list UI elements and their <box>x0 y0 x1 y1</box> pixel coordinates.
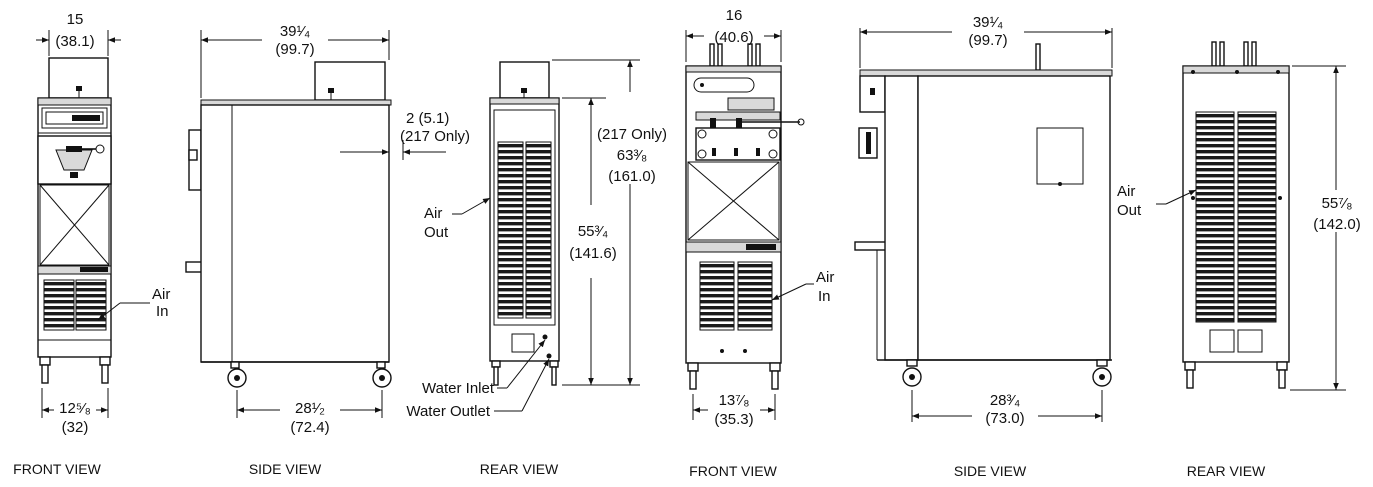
machine-b-rear-air-label-2: Out <box>1117 202 1142 219</box>
machine-b-front-width-base: 13⁷⁄₈ <box>719 392 750 409</box>
machine-a-side-clearance: 2 (5.1) <box>406 110 449 127</box>
machine-a-rear-air-label-2: Out <box>424 224 449 241</box>
machine-a-front-width-top-metric: (38.1) <box>55 33 94 50</box>
machine-a-rear-view: Air Out 55³⁄₄ (141.6) (217 Only) 63³⁄₈ (… <box>406 59 667 477</box>
machine-a-rear-view-label: REAR VIEW <box>480 461 559 477</box>
machine-a-rear-height-body-metric: (141.6) <box>569 245 617 262</box>
machine-b-rear-view-label: REAR VIEW <box>1187 463 1266 479</box>
machine-b-front-air-label-1: Air <box>816 269 834 286</box>
machine-a-rear-water-outlet: Water Outlet <box>406 403 490 420</box>
machine-a-rear-water-inlet: Water Inlet <box>422 380 495 397</box>
machine-a-side-view-label: SIDE VIEW <box>249 461 322 477</box>
machine-a-rear-height-body: 55³⁄₄ <box>578 223 608 240</box>
machine-a-side-clearance-note: (217 Only) <box>400 128 470 145</box>
machine-a-front-width-base-metric: (32) <box>62 419 89 436</box>
machine-a-front-view-label: FRONT VIEW <box>13 461 101 477</box>
machine-b-front-width-top-metric: (40.6) <box>714 29 753 46</box>
machine-b-rear-view: Air Out 55⁷⁄₈ (142.0) REAR VIEW <box>1117 41 1361 479</box>
machine-b-side-depth-base-metric: (73.0) <box>985 410 1024 427</box>
machine-b-rear-height: 55⁷⁄₈ <box>1322 195 1353 212</box>
machine-a-side-depth-top: 39¹⁄₄ <box>280 23 310 40</box>
machine-a-front-width-base: 12⁵⁄₈ <box>59 400 91 417</box>
machine-a-rear-height-total-metric: (161.0) <box>608 168 656 185</box>
machine-a-front-view: 15 (38.1) 12⁵⁄₈ (32) Air In FRONT VIEW <box>13 11 170 477</box>
machine-a-side-depth-top-metric: (99.7) <box>275 41 314 58</box>
machine-a-front-air-label-2: In <box>156 303 169 320</box>
machine-a-side-depth-base: 28¹⁄₂ <box>295 400 325 417</box>
machine-a-rear-height-total-note: (217 Only) <box>597 126 667 143</box>
machine-a-front-width-top: 15 <box>67 11 84 28</box>
machine-b-front-view: 16 (40.6) 13⁷⁄₈ (35.3) Air In FRONT VIEW <box>685 7 834 479</box>
machine-b-front-width-base-metric: (35.3) <box>714 411 753 428</box>
machine-a-side-depth-base-metric: (72.4) <box>290 419 329 436</box>
machine-b-rear-air-label-1: Air <box>1117 183 1135 200</box>
machine-b-front-air-label-2: In <box>818 288 831 305</box>
machine-b-side-depth-base: 28³⁄₄ <box>990 392 1020 409</box>
machine-a-rear-air-label-1: Air <box>424 205 442 222</box>
machine-b-side-view-label: SIDE VIEW <box>954 463 1027 479</box>
machine-b-side-view: 39¹⁄₄ (99.7) 28³⁄₄ (73.0) SIDE VIEW <box>854 14 1113 479</box>
machine-b-front-view-label: FRONT VIEW <box>689 463 777 479</box>
machine-a-side-view: 39¹⁄₄ (99.7) 2 (5.1) (217 Only) 28¹⁄₂ (7… <box>185 23 470 477</box>
machine-a-front-air-label-1: Air <box>152 286 170 303</box>
machine-b-rear-height-metric: (142.0) <box>1313 216 1361 233</box>
machine-a-rear-height-total: 63³⁄₈ <box>617 147 647 164</box>
machine-b-side-depth-top: 39¹⁄₄ <box>973 14 1003 31</box>
machine-b-side-depth-top-metric: (99.7) <box>968 32 1007 49</box>
machine-b-front-width-top: 16 <box>726 7 743 24</box>
